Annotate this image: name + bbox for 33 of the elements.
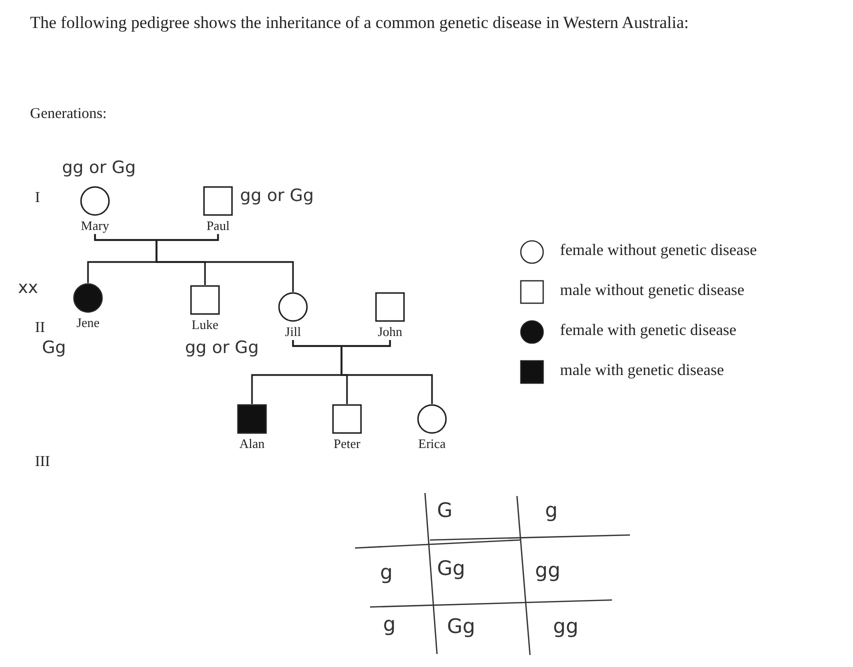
genotype-note: xx (18, 278, 38, 298)
heading-text: The following pedigree shows the inheritance of a common genetic disease in Western Australia: (30, 12, 690, 34)
person-name: Jill (285, 324, 301, 340)
pedigree-line (156, 234, 294, 292)
genotype-text: Gg (447, 614, 476, 638)
allele-text: g (545, 498, 558, 522)
person-name: Jene (76, 315, 100, 331)
genotype-note: gg or Gg (185, 338, 259, 358)
allele-text: G (437, 498, 452, 522)
person-name: Mary (80, 218, 110, 234)
generation-numeral: III (35, 454, 50, 471)
allele-text: g (383, 612, 396, 636)
legend-text: female with genetic disease (560, 322, 736, 340)
pedigree-line (340, 340, 433, 404)
genotype-text: gg (535, 558, 560, 582)
genotype-text: gg (553, 614, 578, 638)
person-name: John (378, 324, 402, 340)
legend-text: female without genetic disease (560, 242, 757, 260)
allele-text: g (380, 560, 393, 584)
generation-numeral: II (35, 320, 45, 337)
genotype-text: Gg (437, 556, 466, 580)
person-name: Alan (239, 436, 265, 452)
genotype-note: Gg (42, 338, 66, 358)
genotype-note: gg or Gg (240, 186, 314, 206)
person-name: Peter (334, 436, 360, 452)
generations-heading: Generations: (30, 106, 107, 123)
generation-numeral: I (35, 190, 40, 207)
person-name: Paul (206, 218, 230, 234)
genotype-note: gg or Gg (62, 158, 136, 178)
person-name: Luke (192, 317, 218, 333)
person-name: Erica (418, 436, 446, 452)
legend-text: male with genetic disease (560, 362, 724, 380)
legend-text: male without genetic disease (560, 282, 744, 300)
